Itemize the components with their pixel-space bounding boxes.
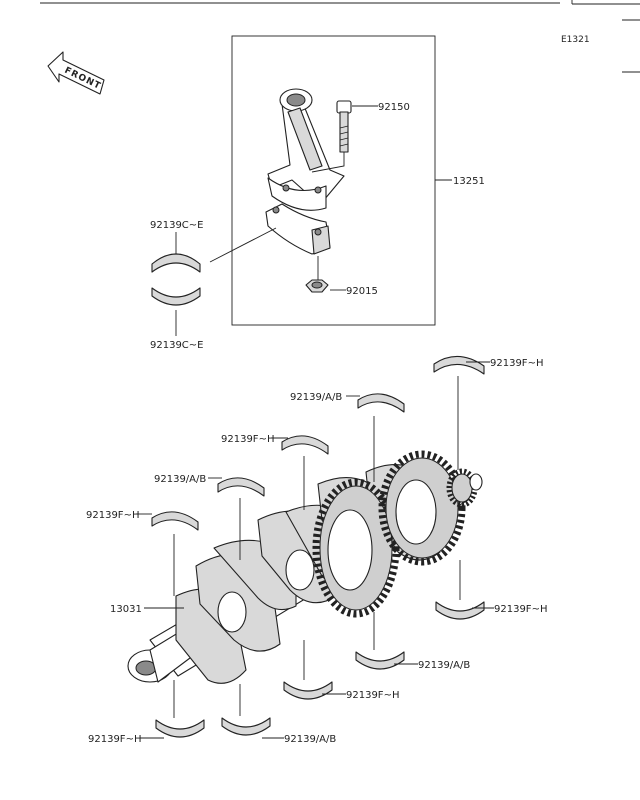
callout-main-bearing-10: 92139/A/B [284,734,336,745]
leader-bolt-to-rod [311,152,345,173]
callout-main-bearing-2: 92139/A/B [290,392,342,403]
callout-nut: 92015 [346,286,378,297]
callout-bolt: 92150 [378,102,410,113]
callout-crankshaft: 13031 [110,604,142,615]
bolt-icon [336,100,352,153]
main-bearing-7-icon [355,651,405,670]
callout-main-bearing-5: 92139F~H [86,510,139,521]
connecting-rod [267,88,345,211]
main-bearing-10-icon [221,717,271,736]
callout-main-bearing-8: 92139F~H [346,690,399,701]
main-bearing-6-icon [435,601,485,620]
callout-conrod-bearing-upper: 92139C~E [150,220,204,231]
conrod-assembly-box [231,35,436,326]
conrod-bearing-upper-icon [151,253,201,273]
leader-bearing-to-rod [209,227,277,263]
front-arrow-icon: FRONT [47,51,105,95]
nut-icon [305,279,329,293]
callout-main-bearing-6: 92139F~H [494,604,547,615]
main-bearing-1-icon [433,355,485,375]
callout-main-bearing-4: 92139/A/B [154,474,206,485]
main-bearing-5-icon [151,511,199,531]
crankshaft [127,450,483,684]
connecting-rod-cap [265,203,331,255]
callout-conrod-assy: 13251 [453,176,485,187]
diagram-code: E1321 [561,35,590,45]
callout-main-bearing-1: 92139F~H [490,358,543,369]
main-bearing-2-icon [357,393,405,413]
main-bearing-9-icon [155,719,205,738]
main-bearing-3-icon [281,435,329,455]
conrod-bearing-lower-icon [151,287,201,306]
callout-main-bearing-9: 92139F~H [88,734,141,745]
main-bearing-4-icon [217,477,265,497]
main-bearing-8-icon [283,681,333,700]
callout-conrod-bearing-lower: 92139C~E [150,340,204,351]
callout-main-bearing-7: 92139/A/B [418,660,470,671]
callout-main-bearing-3: 92139F~H [221,434,274,445]
